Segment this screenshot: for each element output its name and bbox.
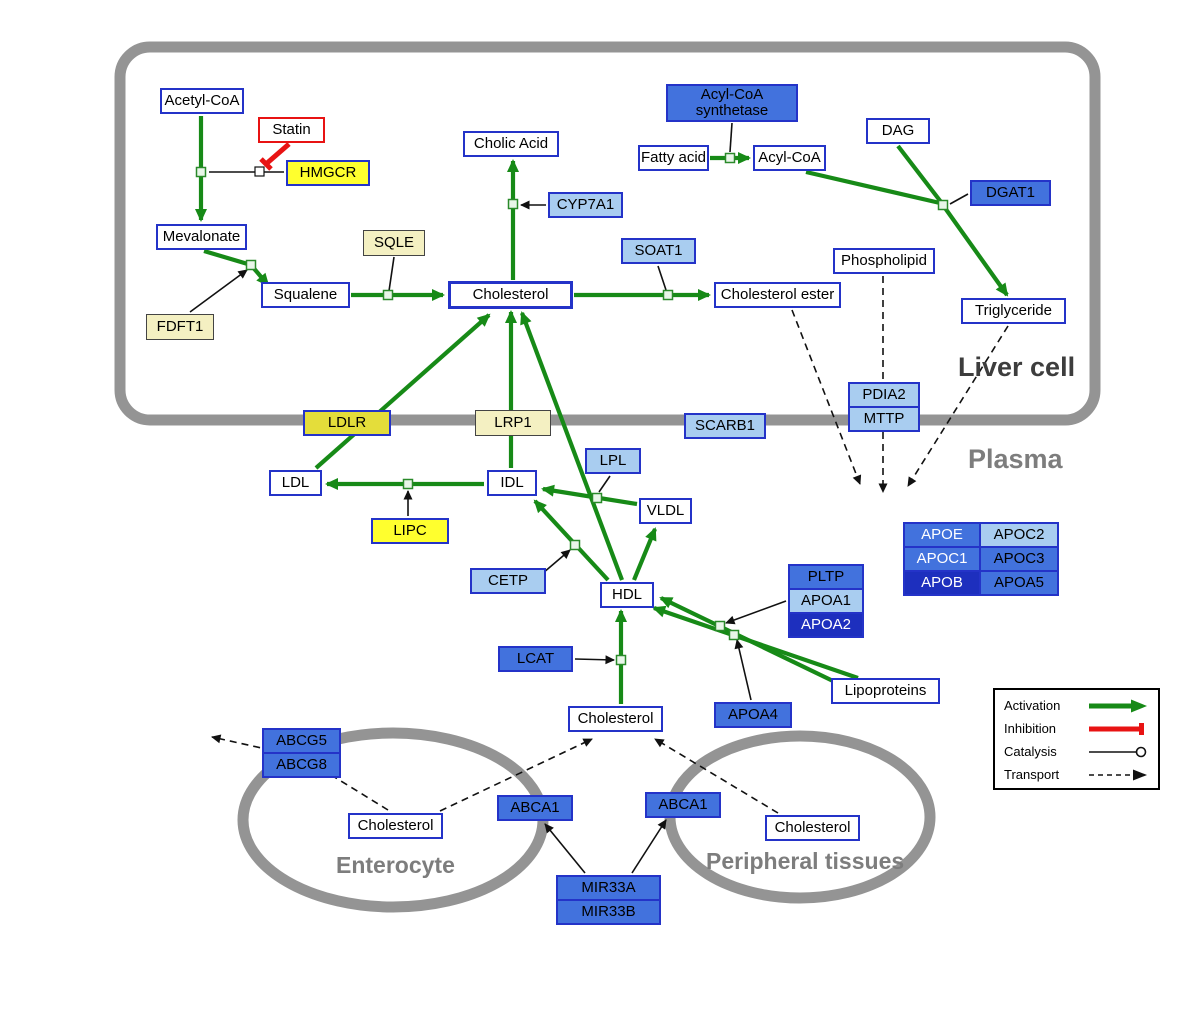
legend-row-catalysis: Catalysis (995, 740, 1158, 763)
node-lipc[interactable]: LIPC (371, 518, 449, 544)
node-lipoproteins[interactable]: Lipoproteins (831, 678, 940, 704)
node-apoe[interactable]: APOE (903, 522, 981, 548)
node-mir33a[interactable]: MIR33A (556, 875, 661, 901)
node-pdia2[interactable]: PDIA2 (848, 382, 920, 408)
node-abcg5[interactable]: ABCG5 (262, 728, 341, 754)
node-idl[interactable]: IDL (487, 470, 537, 496)
node-cholic-acid[interactable]: Cholic Acid (463, 131, 559, 157)
node-fdft1[interactable]: FDFT1 (146, 314, 214, 340)
node-cholesterol-enterocyte[interactable]: Cholesterol (348, 813, 443, 839)
plasma-label: Plasma (968, 444, 1063, 474)
inhibition-edge-statin (259, 142, 291, 171)
node-statin[interactable]: Statin (258, 117, 325, 143)
node-cholesterol-peripheral[interactable]: Cholesterol (765, 815, 860, 841)
node-acetyl-coa[interactable]: Acetyl-CoA (160, 88, 244, 114)
node-hmgcr[interactable]: HMGCR (286, 160, 370, 186)
node-apob[interactable]: APOB (903, 570, 981, 596)
node-apoc3[interactable]: APOC3 (979, 546, 1059, 572)
node-apoa5[interactable]: APOA5 (979, 570, 1059, 596)
node-apoa2[interactable]: APOA2 (788, 612, 864, 638)
node-hdl[interactable]: HDL (600, 582, 654, 608)
node-acyl-coa-synthetase[interactable]: Acyl-CoA synthetase (666, 84, 798, 122)
liver-cell-membrane (114, 41, 1101, 426)
node-dgat1[interactable]: DGAT1 (970, 180, 1051, 206)
node-ldl[interactable]: LDL (269, 470, 322, 496)
peripheral-tissues-label: Peripheral tissues (706, 848, 905, 874)
node-squalene[interactable]: Squalene (261, 282, 350, 308)
liver-cell-label: Liver cell (958, 352, 1076, 382)
node-cetp[interactable]: CETP (470, 568, 546, 594)
inhibition-bar-icon (1089, 722, 1144, 735)
node-ldlr[interactable]: LDLR (303, 410, 391, 436)
node-sqle[interactable]: SQLE (363, 230, 425, 256)
legend-row-inhibition: Inhibition (995, 717, 1158, 740)
node-soat1[interactable]: SOAT1 (621, 238, 696, 264)
node-acyl-coa[interactable]: Acyl-CoA (753, 145, 826, 171)
node-mir33b[interactable]: MIR33B (556, 899, 661, 925)
node-apoc2[interactable]: APOC2 (979, 522, 1059, 548)
node-mttp[interactable]: MTTP (848, 406, 920, 432)
hmgcr-catalysis-port (254, 166, 265, 177)
transport-dashed-arrow-icon (1089, 769, 1147, 780)
node-cholesterol-plasma[interactable]: Cholesterol (568, 706, 663, 732)
node-pltp[interactable]: PLTP (788, 564, 864, 590)
legend-inhibition-label: Inhibition (1004, 721, 1057, 736)
node-dag[interactable]: DAG (866, 118, 930, 144)
enterocyte-label: Enterocyte (336, 852, 455, 878)
node-cholesterol-liver[interactable]: Cholesterol (448, 281, 573, 309)
node-abca1-peripheral[interactable]: ABCA1 (645, 792, 721, 818)
node-fatty-acid[interactable]: Fatty acid (638, 145, 709, 171)
node-lcat[interactable]: LCAT (498, 646, 573, 672)
node-apoa4[interactable]: APOA4 (714, 702, 792, 728)
legend-transport-label: Transport (1004, 767, 1060, 782)
node-lrp1[interactable]: LRP1 (475, 410, 551, 436)
node-cholesterol-ester[interactable]: Cholesterol ester (714, 282, 841, 308)
node-abcg8[interactable]: ABCG8 (262, 752, 341, 778)
node-lpl[interactable]: LPL (585, 448, 641, 474)
node-vldl[interactable]: VLDL (639, 498, 692, 524)
node-abca1-enterocyte[interactable]: ABCA1 (497, 795, 573, 821)
legend-activation-label: Activation (1004, 698, 1061, 713)
catalysis-circle-icon (1089, 746, 1147, 757)
node-apoc1[interactable]: APOC1 (903, 546, 981, 572)
node-scarb1[interactable]: SCARB1 (684, 413, 766, 439)
membranes (114, 41, 1101, 913)
legend-catalysis-label: Catalysis (1004, 744, 1057, 759)
node-apoa1[interactable]: APOA1 (788, 588, 864, 614)
node-mevalonate[interactable]: Mevalonate (156, 224, 247, 250)
node-phospholipid[interactable]: Phospholipid (833, 248, 935, 274)
legend-row-activation: Activation (995, 694, 1158, 717)
activation-arrow-icon (1089, 699, 1147, 712)
legend-row-transport: Transport (995, 763, 1158, 786)
node-cyp7a1[interactable]: CYP7A1 (548, 192, 623, 218)
legend: Activation Inhibition Catalysis Transpor… (993, 688, 1160, 790)
node-triglyceride[interactable]: Triglyceride (961, 298, 1066, 324)
